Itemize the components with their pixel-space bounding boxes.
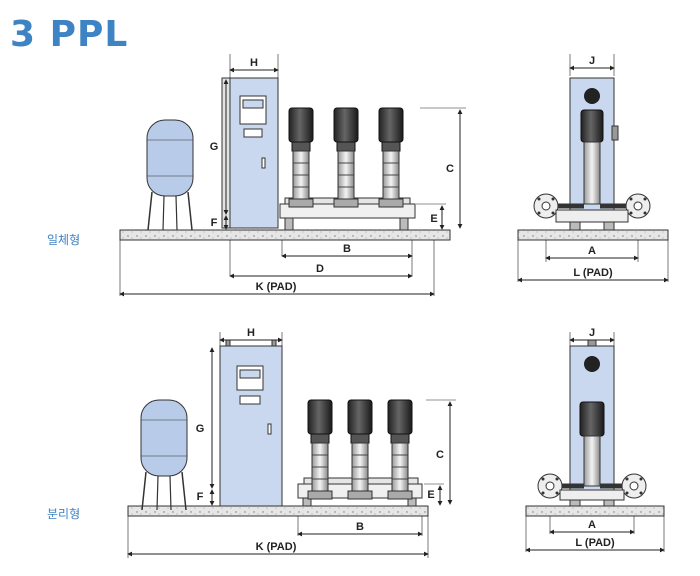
pump-2	[347, 399, 373, 500]
separated-end-view: J A L (PAD)	[525, 327, 665, 553]
pump-3	[378, 107, 404, 208]
dim-b: B	[343, 243, 351, 255]
dim-h: H	[247, 327, 255, 339]
dim-c: C	[436, 449, 444, 461]
pump-1	[288, 107, 314, 208]
dim-c: C	[446, 163, 454, 175]
dim-j: J	[589, 55, 595, 67]
dim-e: E	[430, 213, 437, 225]
dim-f: F	[211, 217, 218, 229]
dim-g: G	[210, 141, 219, 153]
integrated-end-view: J A L (PAD)	[517, 54, 669, 283]
dim-f: F	[197, 491, 204, 503]
pump-2	[333, 107, 359, 208]
section-label-integrated: 일체형	[47, 233, 81, 247]
concrete-pad	[119, 229, 451, 241]
dim-l: L (PAD)	[575, 537, 615, 549]
dim-b: B	[356, 521, 364, 533]
dim-h: H	[250, 57, 258, 69]
pump-1	[307, 399, 333, 500]
dim-k: K (PAD)	[256, 281, 297, 293]
page-title: 3 PPL	[10, 14, 129, 55]
pump-3	[387, 399, 413, 500]
dim-g: G	[196, 423, 205, 435]
dim-a: A	[588, 245, 596, 257]
dim-j: J	[589, 327, 595, 339]
concrete-pad	[525, 505, 665, 517]
dim-k: K (PAD)	[256, 541, 297, 553]
integrated-side-view: H G F C E B D K (PAD)	[119, 54, 466, 297]
dim-l: L (PAD)	[573, 267, 613, 279]
separated-side-view: H G F C E B K (PAD)	[127, 327, 456, 558]
concrete-pad	[127, 505, 429, 517]
dim-a: A	[588, 519, 596, 531]
dim-d: D	[316, 263, 324, 275]
section-label-separated: 분리형	[47, 507, 81, 521]
dim-e: E	[427, 489, 434, 501]
concrete-pad	[517, 229, 669, 241]
